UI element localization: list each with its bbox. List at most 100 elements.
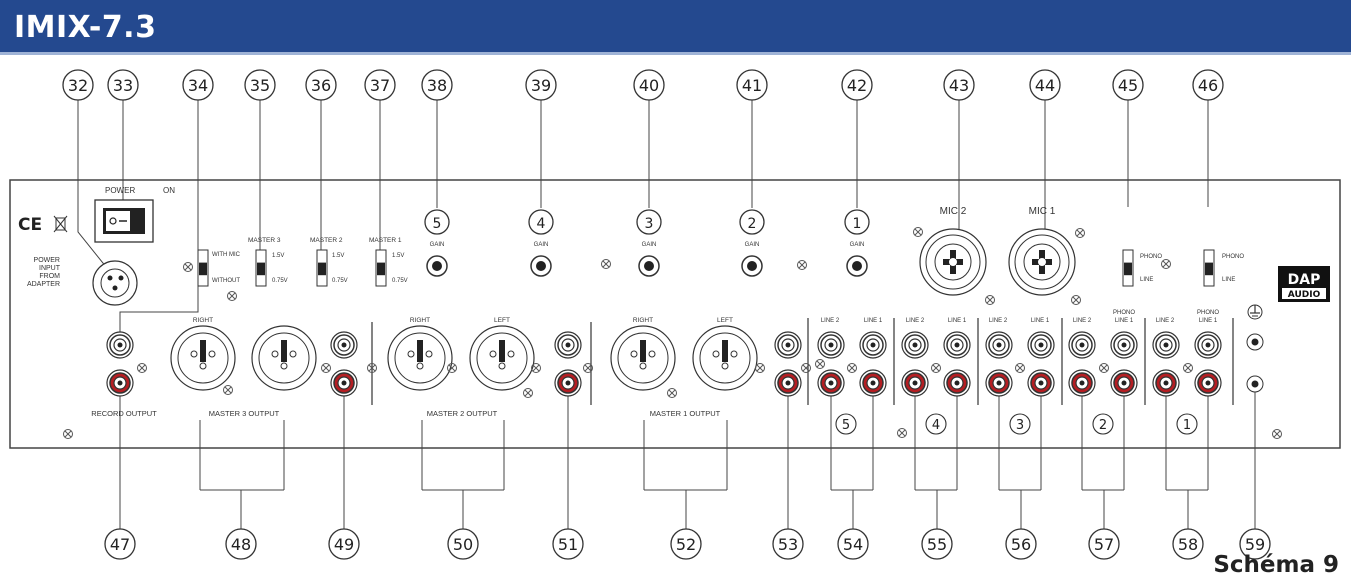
mic-1-combo-jack[interactable] — [1008, 228, 1076, 296]
ch1-phono-line-switch[interactable] — [1203, 249, 1215, 287]
ch4-line2-right[interactable] — [901, 369, 929, 397]
power-input-line-2: INPUT — [39, 265, 61, 272]
ch4-line1-left[interactable] — [943, 331, 971, 359]
ch4-line2-left[interactable] — [901, 331, 929, 359]
page-title: IMIX-7.3 — [14, 10, 157, 45]
ground-terminal[interactable] — [1247, 304, 1263, 320]
gain-label: GAIN — [850, 242, 865, 248]
callout-number: 45 — [1118, 76, 1138, 95]
master-1-right-xlr[interactable] — [610, 325, 676, 391]
ch1-line1-left[interactable] — [1194, 331, 1222, 359]
master-3-left-xlr[interactable] — [251, 325, 317, 391]
ch5-line2-left[interactable] — [817, 331, 845, 359]
ch2-line1-right[interactable] — [1110, 369, 1138, 397]
master-1-level-switch[interactable] — [375, 249, 387, 287]
ch2-phono-line-switch[interactable] — [1122, 249, 1134, 287]
callout-number: 55 — [927, 535, 947, 554]
callout-55: 55 — [921, 528, 953, 560]
master-2-rca-bottom[interactable] — [554, 369, 582, 397]
callout-59: 59 — [1239, 528, 1271, 560]
master-3-level-switch[interactable] — [255, 249, 267, 287]
callout-42: 42 — [841, 69, 873, 101]
header-bar: IMIX-7.3 — [0, 0, 1351, 55]
ch5-line1-right[interactable] — [859, 369, 887, 397]
ch3-line1-right[interactable] — [1027, 369, 1055, 397]
ground-jack-top[interactable] — [1246, 333, 1264, 351]
master-2-output-label: MASTER 2 OUTPUT — [427, 409, 498, 418]
ch1-line2-left[interactable] — [1152, 331, 1180, 359]
callout-number: 40 — [639, 76, 659, 95]
ch3-line1-left[interactable] — [1027, 331, 1055, 359]
ch4-line1-right[interactable] — [943, 369, 971, 397]
ch2-line2-right[interactable] — [1068, 369, 1096, 397]
power-input-line-1: POWER — [34, 257, 60, 264]
master-3-rca-bottom[interactable] — [330, 369, 358, 397]
master-3-1v5: 1.5V — [272, 253, 284, 259]
ch1-line2-right[interactable] — [1152, 369, 1180, 397]
master-3-rca-top[interactable] — [330, 331, 358, 359]
master-1-left-xlr[interactable] — [692, 325, 758, 391]
figure-caption: Schéma 9 — [1213, 552, 1339, 578]
ground-jack-bottom[interactable] — [1246, 375, 1264, 393]
master-2-level-switch[interactable] — [316, 249, 328, 287]
master-2-rca-top[interactable] — [554, 331, 582, 359]
power-input-jack[interactable] — [92, 260, 138, 306]
gain-label: GAIN — [534, 242, 549, 248]
ch5-line1-left[interactable] — [859, 331, 887, 359]
ch4-line1-label: LINE 1 — [948, 318, 967, 324]
callout-49: 49 — [328, 528, 360, 560]
ch3-line2-right[interactable] — [985, 369, 1013, 397]
without-label: WITHOUT — [212, 278, 240, 284]
gain-label: GAIN — [745, 242, 760, 248]
master-2-right-xlr[interactable] — [387, 325, 453, 391]
ch2-line2-left[interactable] — [1068, 331, 1096, 359]
mic-2-label: MIC 2 — [940, 206, 967, 217]
mic-1-label: MIC 1 — [1029, 206, 1056, 217]
callout-39: 39 — [525, 69, 557, 101]
gain-label: GAIN — [642, 242, 657, 248]
ch1-line2-label: LINE 2 — [1156, 318, 1175, 324]
record-output-bottom[interactable] — [106, 369, 134, 397]
ch1-phono-label: PHONO — [1222, 254, 1244, 260]
ch3-line2-label: LINE 2 — [989, 318, 1008, 324]
mic-mode-switch[interactable] — [197, 249, 209, 287]
master-1-rca-top[interactable] — [774, 331, 802, 359]
ch5-line2-right[interactable] — [817, 369, 845, 397]
callout-number: 41 — [742, 76, 762, 95]
ch5-line2-label: LINE 2 — [821, 318, 840, 324]
gain-channel-number: 2 — [748, 216, 757, 232]
master-2-left-xlr[interactable] — [469, 325, 535, 391]
callout-58: 58 — [1172, 528, 1204, 560]
ch2-phono-line1-top: PHONO — [1113, 310, 1135, 316]
record-output-label: RECORD OUTPUT — [91, 409, 157, 418]
callout-54: 54 — [837, 528, 869, 560]
ch3-line2-left[interactable] — [985, 331, 1013, 359]
gain-label: GAIN — [430, 242, 445, 248]
master-3-right-xlr[interactable] — [170, 325, 236, 391]
callout-43: 43 — [943, 69, 975, 101]
callout-number: 57 — [1094, 535, 1114, 554]
callout-38: 38 — [421, 69, 453, 101]
callout-number: 51 — [558, 535, 578, 554]
callout-48: 48 — [225, 528, 257, 560]
mic-2-combo-jack[interactable] — [919, 228, 987, 296]
record-output-top[interactable] — [106, 331, 134, 359]
master-1-rca-bottom[interactable] — [774, 369, 802, 397]
ch2-line1-left[interactable] — [1110, 331, 1138, 359]
callout-number: 39 — [531, 76, 551, 95]
callout-number: 54 — [843, 535, 863, 554]
gain-channel-number: 5 — [433, 216, 442, 232]
with-mic-label: WITH MIC — [212, 252, 241, 258]
rca-channel-2: 2 — [1092, 413, 1114, 435]
callout-56: 56 — [1005, 528, 1037, 560]
callout-number: 37 — [370, 76, 390, 95]
ch1-line1-right[interactable] — [1194, 369, 1222, 397]
master-1-1v5: 1.5V — [392, 253, 404, 259]
power-switch[interactable] — [94, 199, 154, 243]
